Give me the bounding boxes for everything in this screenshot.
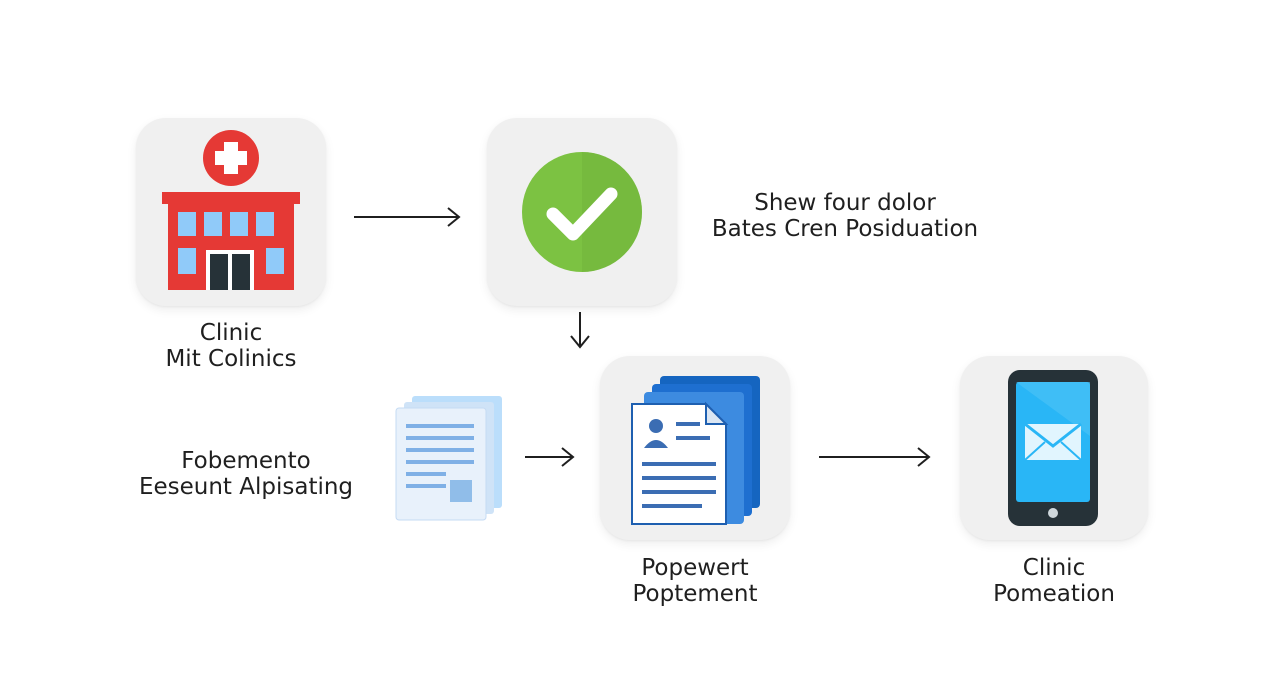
documents-label: Fobemento Eeseunt Alpisating	[134, 448, 358, 500]
arrow-approval-to-record	[570, 312, 590, 349]
patient-record-tile	[600, 356, 790, 540]
arrow-clinic-to-approval	[354, 207, 461, 227]
document-stack-icon	[395, 396, 502, 521]
clinic-label-line1: Clinic	[199, 320, 263, 346]
mobile-label: Clinic Pomeation	[968, 555, 1140, 607]
documents-label-line2: Eeseunt Alpisating	[138, 474, 354, 500]
documents-label-line1: Fobemento	[181, 448, 311, 474]
approval-tile	[487, 118, 677, 306]
patient-file-icon	[631, 376, 760, 525]
clinic-tile	[136, 118, 326, 306]
clinic-label: Clinic Mit Colinics	[146, 320, 316, 372]
arrow-documents-to-record	[525, 447, 575, 467]
hospital-building-icon	[162, 130, 300, 290]
arrow-record-to-mobile	[819, 447, 931, 467]
phone-message-icon	[1008, 370, 1098, 526]
patient-record-label: Popewert Poptement	[605, 555, 785, 607]
approval-label-line1: Shew four dolor	[754, 190, 936, 216]
green-check-icon	[522, 152, 642, 272]
approval-label: Shew four dolor Bates Cren Posiduation	[700, 190, 990, 242]
approval-label-line2: Bates Cren Posiduation	[711, 216, 979, 242]
patient-record-label-line1: Popewert	[641, 555, 749, 581]
mobile-label-line1: Clinic	[1022, 555, 1086, 581]
clinic-label-line2: Mit Colinics	[165, 346, 297, 372]
mobile-tile	[960, 356, 1148, 540]
patient-record-label-line2: Poptement	[632, 581, 758, 607]
mobile-label-line2: Pomeation	[993, 581, 1115, 607]
